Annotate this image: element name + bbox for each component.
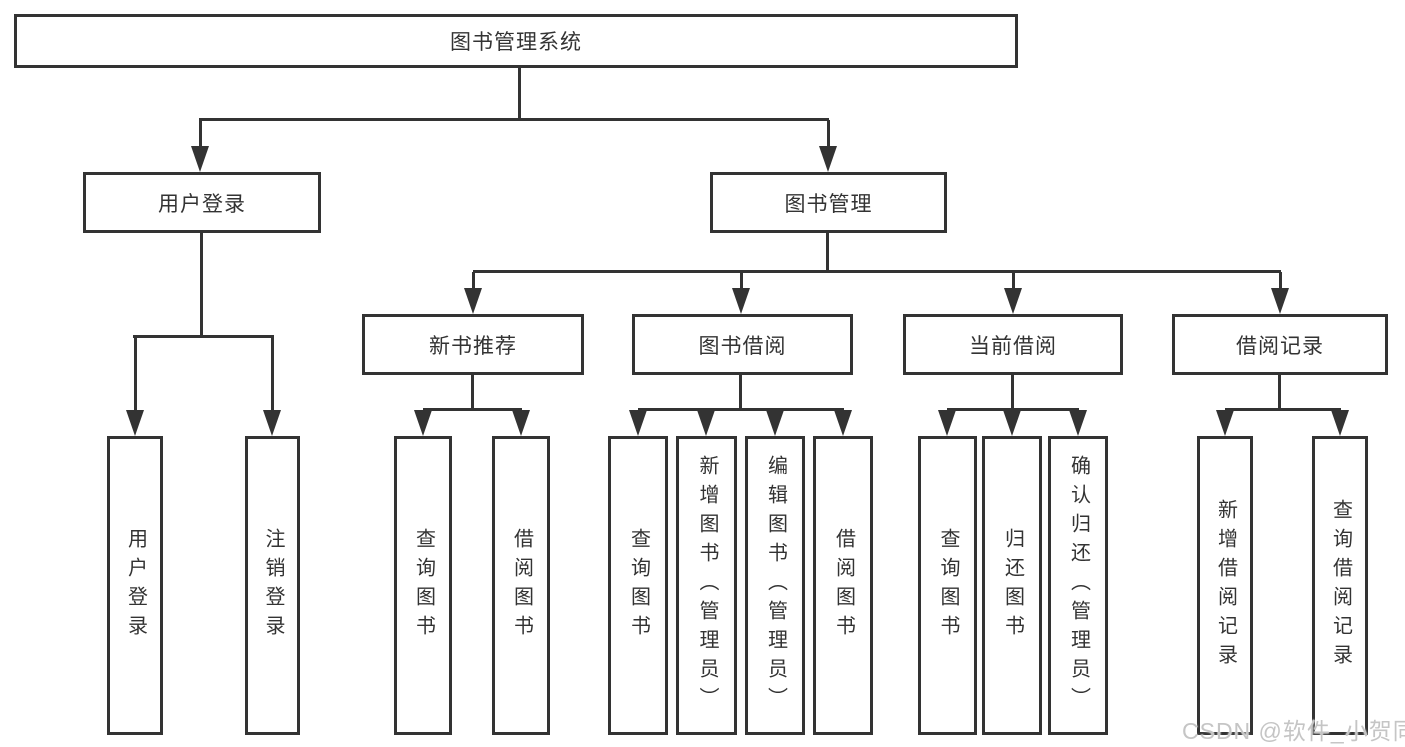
connector-line — [1011, 375, 1014, 409]
connector-line — [947, 408, 1079, 411]
connector-line — [200, 233, 203, 336]
connector-line — [423, 408, 522, 411]
connector-arrow — [263, 337, 281, 436]
watermark: CSDN @软件_小贺同学 — [1182, 718, 1405, 744]
leaf-query-books-borrowing: 查询图书 — [608, 436, 668, 735]
node-user-login: 用户登录 — [83, 172, 321, 233]
connector-arrow — [1003, 410, 1021, 436]
leaf-label: 查询图书 — [627, 527, 650, 644]
leaf-user-login: 用户登录 — [107, 436, 163, 735]
connector-arrow — [414, 410, 432, 436]
connector-arrow — [732, 272, 750, 314]
leaf-label: 借阅图书 — [832, 527, 855, 644]
leaf-label: 查询图书 — [412, 527, 435, 644]
leaf-label: 归还图书 — [1001, 527, 1024, 644]
leaf-add-borrow-record: 新增借阅记录 — [1197, 436, 1253, 735]
leaf-label: 用户登录 — [124, 527, 147, 644]
connector-line — [638, 408, 844, 411]
connector-arrow — [629, 410, 647, 436]
connector-arrow — [1331, 410, 1349, 436]
node-current-borrowing: 当前借阅 — [903, 314, 1123, 375]
leaf-query-books-recommend: 查询图书 — [394, 436, 452, 735]
leaf-label: 编辑图书（管理员） — [764, 455, 787, 716]
connector-line — [826, 233, 829, 272]
leaf-add-books-admin: 新增图书（管理员） — [676, 436, 737, 735]
connector-line — [1225, 408, 1341, 411]
connector-arrow — [697, 410, 715, 436]
connector-arrow — [938, 410, 956, 436]
leaf-edit-books-admin: 编辑图书（管理员） — [745, 436, 805, 735]
connector-line — [473, 270, 1281, 273]
connector-arrow — [191, 120, 209, 172]
leaf-label: 注销登录 — [262, 527, 284, 644]
node-label: 图书借阅 — [698, 334, 787, 358]
node-library-management-system: 图书管理系统 — [14, 14, 1018, 68]
leaf-borrow-books-borrowing: 借阅图书 — [813, 436, 873, 735]
connector-arrow — [512, 410, 530, 436]
node-label: 新书推荐 — [429, 334, 517, 358]
connector-arrow — [834, 410, 852, 436]
leaf-borrow-books-recommend: 借阅图书 — [492, 436, 550, 735]
connector-line — [471, 375, 474, 409]
connector-line — [1278, 375, 1281, 409]
connector-arrow — [126, 337, 144, 436]
leaf-label: 查询借阅记录 — [1329, 498, 1352, 673]
connector-arrow — [1069, 410, 1087, 436]
connector-arrow — [819, 120, 837, 172]
node-label: 图书管理 — [784, 192, 873, 216]
connector-line — [199, 118, 829, 121]
leaf-confirm-return-admin: 确认归还（管理员） — [1048, 436, 1108, 735]
connector-arrow — [464, 272, 482, 314]
connector-arrow — [1271, 272, 1289, 314]
node-label: 图书管理系统 — [450, 31, 582, 54]
leaf-label: 新增图书（管理员） — [696, 455, 718, 716]
node-label: 借阅记录 — [1236, 334, 1324, 358]
node-borrowing-records: 借阅记录 — [1172, 314, 1388, 375]
leaf-return-books: 归还图书 — [982, 436, 1042, 735]
leaf-query-books-current: 查询图书 — [918, 436, 977, 735]
leaf-label: 借阅图书 — [510, 527, 533, 644]
leaf-query-borrow-record: 查询借阅记录 — [1312, 436, 1368, 735]
leaf-label: 新增借阅记录 — [1214, 498, 1237, 673]
node-book-management: 图书管理 — [710, 172, 947, 233]
connector-line — [518, 68, 521, 121]
leaf-logout: 注销登录 — [245, 436, 300, 735]
connector-arrow — [1216, 410, 1234, 436]
node-book-borrowing: 图书借阅 — [632, 314, 853, 375]
node-label: 用户登录 — [158, 192, 246, 216]
connector-arrow — [1004, 272, 1022, 314]
connector-arrow — [766, 410, 784, 436]
leaf-label: 查询图书 — [937, 527, 959, 644]
connector-line — [739, 375, 742, 409]
node-label: 当前借阅 — [969, 334, 1057, 358]
leaf-label: 确认归还（管理员） — [1067, 455, 1090, 716]
connector-line — [133, 335, 274, 338]
node-new-book-recommendation: 新书推荐 — [362, 314, 584, 375]
